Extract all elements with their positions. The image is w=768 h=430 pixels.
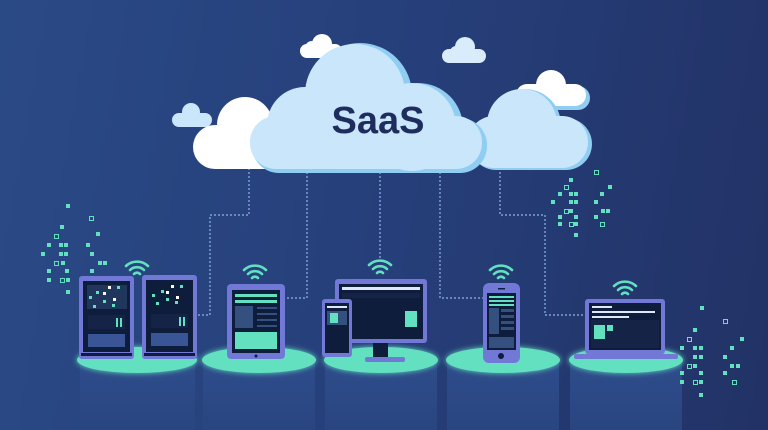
connector-lines [197, 168, 585, 316]
pixel-cluster-top-right [551, 170, 612, 237]
wifi-icons [124, 259, 638, 296]
main-cloud: SaaS [193, 43, 592, 173]
wifi-icon [612, 280, 638, 296]
server-rack-icon [79, 275, 197, 359]
small-cloud-2 [442, 37, 486, 63]
small-cloud-3 [172, 103, 212, 127]
server-left [79, 276, 134, 359]
desktop-monitor-icon [335, 279, 427, 362]
wifi-icon [242, 264, 268, 280]
pixel-cluster-left [41, 204, 107, 294]
edge-cloud-laptop [499, 168, 585, 316]
edge-cloud-servers [197, 168, 250, 316]
wifi-icon [488, 264, 514, 280]
edge-cloud-smartphone [439, 168, 485, 299]
wifi-icon [124, 260, 150, 276]
cloud-title: SaaS [332, 100, 425, 142]
wifi-icon [367, 259, 393, 275]
smartphone-icon [483, 283, 520, 363]
server-right [142, 275, 197, 359]
pixel-cluster-bottom-right [680, 306, 744, 397]
pedestals [77, 347, 683, 430]
mobile-phone-small-icon [322, 299, 352, 357]
laptop-icon [574, 299, 678, 359]
tablet-icon [227, 284, 285, 359]
edge-cloud-tablet [287, 168, 308, 299]
